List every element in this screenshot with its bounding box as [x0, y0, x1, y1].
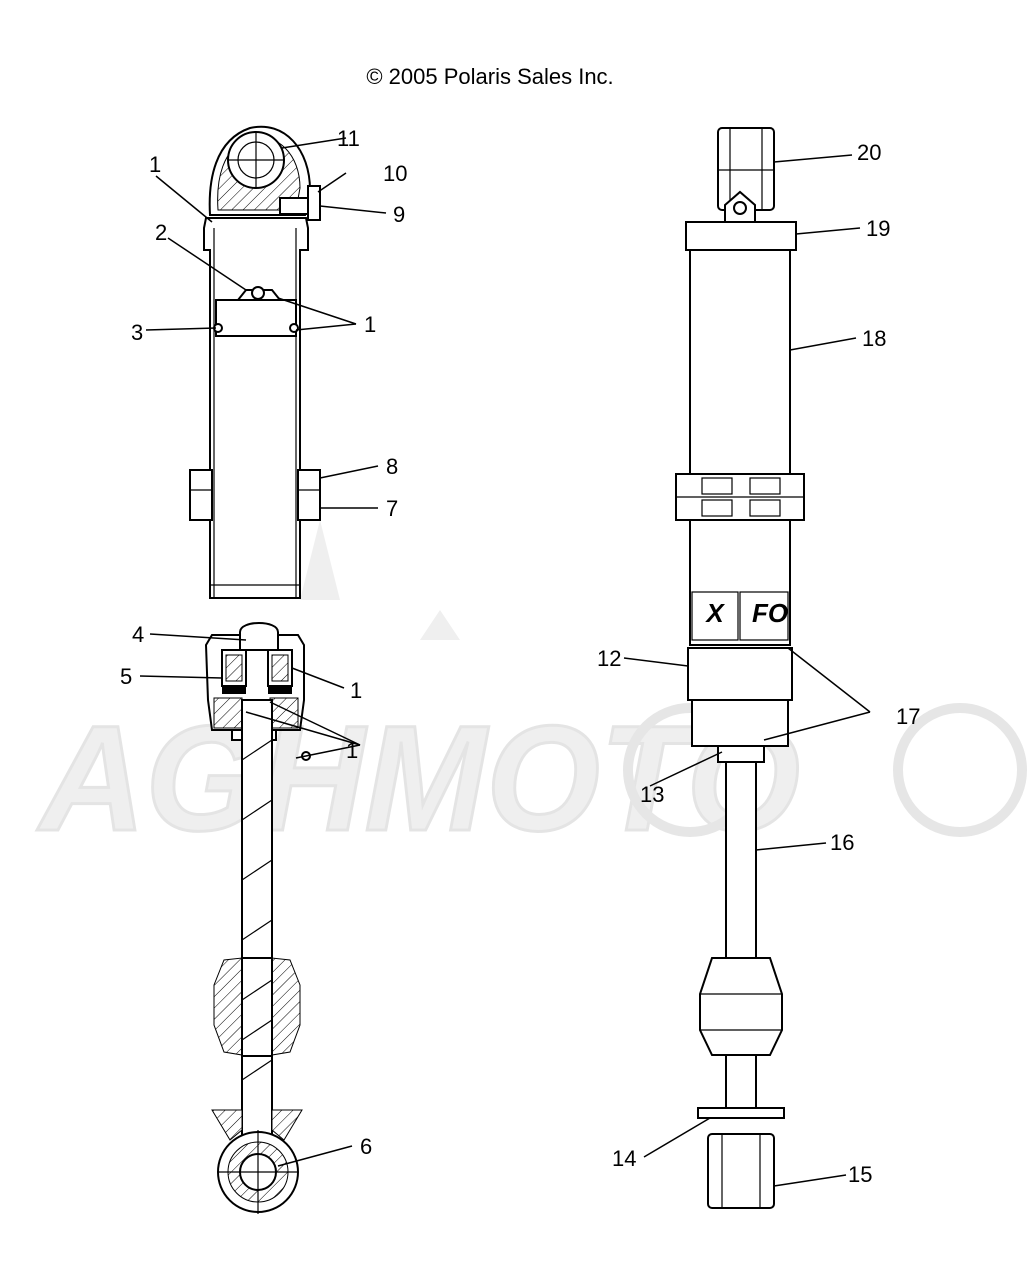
bumper-left: [213, 957, 243, 1056]
preload-ring-left: [189, 469, 213, 521]
callout-15: 15: [848, 1162, 872, 1187]
callout-1-top: 1: [149, 152, 161, 177]
callout-labels: 1 2 3 1 11 10 9 8 7 4 5 1 1 6 20 19 18 1…: [120, 126, 920, 1187]
cup-right: [271, 1109, 303, 1141]
body-18: [689, 249, 791, 646]
callout-16: 16: [830, 830, 854, 855]
floating-piston: [215, 299, 297, 337]
leader-lines: [139, 137, 871, 1187]
callout-2: 2: [155, 220, 167, 245]
brand-label-right: FO: [752, 598, 788, 628]
callout-3: 3: [131, 320, 143, 345]
body-cap-19: [685, 221, 797, 251]
cup-left: [211, 1109, 243, 1141]
shaft-16: [725, 761, 757, 963]
callout-17: 17: [896, 704, 920, 729]
callout-10: 10: [383, 161, 407, 186]
brand-label-left: X: [704, 598, 725, 628]
callout-18: 18: [862, 326, 886, 351]
shaft: [241, 699, 273, 1141]
watermark-text: AGHMOTO: [36, 694, 800, 862]
preload-ring-right: [297, 469, 321, 521]
callout-4: 4: [132, 622, 144, 647]
callout-7: 7: [386, 496, 398, 521]
callout-1-seal: 1: [350, 678, 362, 703]
rod-nut: [239, 622, 279, 651]
callout-13: 13: [640, 782, 664, 807]
lower-body: [691, 699, 789, 747]
copyright-text: © 2005 Polaris Sales Inc.: [366, 64, 613, 89]
shock-exterior: X FO: [675, 127, 805, 1209]
watermark-wheel-icon: [893, 703, 1027, 837]
callout-12: 12: [597, 646, 621, 671]
cup-14: [697, 1107, 785, 1119]
callout-11: 11: [337, 126, 360, 151]
callout-8: 8: [386, 454, 398, 479]
callout-14: 14: [612, 1146, 636, 1171]
watermark-building-icon: [300, 520, 460, 640]
cylinder-body: [203, 217, 309, 599]
bumper-right: [271, 957, 301, 1056]
bumper: [699, 957, 783, 1056]
shock-cutaway: [189, 125, 321, 1214]
callout-1-bottom: 1: [346, 738, 358, 763]
seal-head-13: [717, 745, 765, 763]
callout-9: 9: [393, 202, 405, 227]
valve-cap-10: [307, 185, 321, 221]
collar-12: [687, 647, 793, 701]
callout-20: 20: [857, 140, 881, 165]
watermark: AGHMOTO: [35, 520, 1027, 864]
callout-1-piston: 1: [364, 312, 376, 337]
callout-6: 6: [360, 1134, 372, 1159]
callout-19: 19: [866, 216, 890, 241]
bottom-mount-15: [707, 1133, 775, 1209]
callout-5: 5: [120, 664, 132, 689]
